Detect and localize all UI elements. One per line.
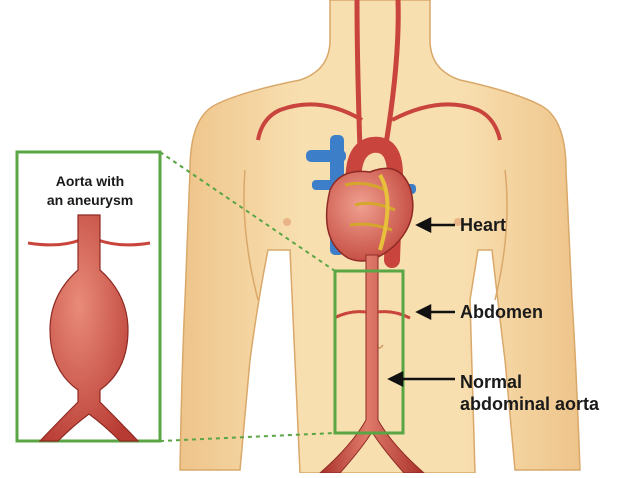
label-normal-line2: abdominal aorta xyxy=(460,394,599,414)
label-abdomen: Abdomen xyxy=(460,302,543,322)
label-normal-line1: Normal xyxy=(460,372,522,392)
nipple-left xyxy=(283,218,291,226)
inset-title-line2: an aneurysm xyxy=(22,191,158,210)
inset-title: Aorta with an aneurysm xyxy=(22,172,158,210)
label-heart: Heart xyxy=(460,215,506,235)
inset-title-line1: Aorta with xyxy=(22,172,158,191)
